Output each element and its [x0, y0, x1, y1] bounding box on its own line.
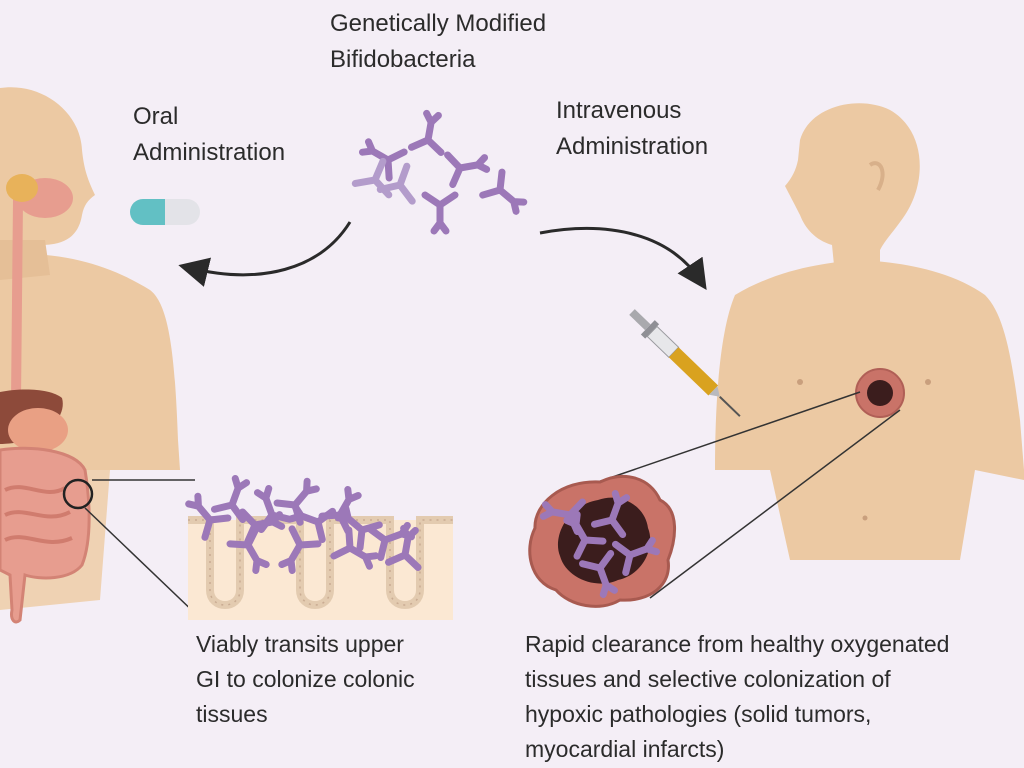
tumor-zoom-line-bottom — [649, 409, 901, 599]
right-head — [785, 103, 920, 275]
colon-zoom-line-bottom — [84, 507, 201, 619]
small-tumor — [855, 368, 905, 418]
right-navel — [862, 515, 868, 521]
esophagus — [11, 195, 23, 405]
tumor-caption: Rapid clearance from healthy oxygenated … — [525, 627, 949, 767]
left-neck — [0, 240, 50, 280]
stomach — [8, 408, 68, 452]
colon-caption-line-1: Viably transits upper — [196, 631, 404, 657]
iv-arrow — [539, 227, 707, 290]
iv-administration-label: Intravenous Administration — [556, 93, 708, 165]
pill-icon — [130, 199, 200, 225]
tumor-caption-line-3: hypoxic pathologies (solid tumors, — [525, 701, 872, 727]
colon-zoom-circle — [62, 478, 94, 510]
right-ear — [868, 161, 885, 191]
tumor-inset — [528, 474, 677, 608]
colon-crypt-inset — [182, 475, 453, 620]
title-label: Genetically Modified Bifidobacteria — [330, 6, 546, 78]
iv-line-1: Intravenous — [556, 97, 682, 124]
oral-line-1: Oral — [133, 103, 179, 130]
left-figure — [0, 87, 201, 624]
bacteria-cluster — [352, 112, 529, 231]
tumor-caption-line-4: myocardial infarcts) — [525, 736, 725, 762]
right-figure — [715, 103, 1024, 560]
salivary-gland — [6, 174, 38, 202]
right-nipple-left — [797, 379, 803, 385]
title-line-1: Genetically Modified — [330, 10, 547, 37]
colon-caption-line-2: GI to colonize colonic — [196, 666, 415, 692]
oral-arrow — [178, 221, 352, 287]
title-line-2: Bifidobacteria — [330, 46, 476, 73]
intestines — [0, 446, 91, 624]
oral-line-2: Administration — [133, 139, 286, 166]
right-nipple-right — [925, 379, 931, 385]
oral-administration-label: Oral Administration — [133, 99, 285, 171]
syringe-icon — [629, 309, 741, 417]
colon-caption-line-3: tissues — [196, 701, 268, 727]
colon-caption: Viably transits upper GI to colonize col… — [196, 627, 415, 732]
tumor-caption-line-2: tissues and selective colonization of — [525, 666, 891, 692]
tumor-caption-line-1: Rapid clearance from healthy oxygenated — [525, 631, 950, 657]
intestine-folds — [4, 485, 73, 544]
tumor-zoom-line-top — [594, 391, 861, 484]
iv-line-2: Administration — [556, 133, 709, 160]
